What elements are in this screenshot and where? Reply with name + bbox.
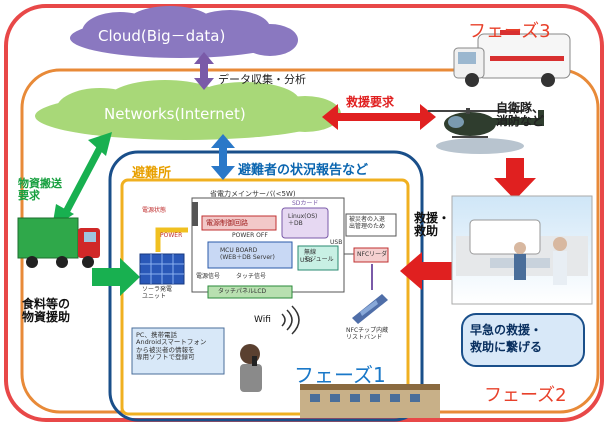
nfc-reader-box <box>353 247 389 263</box>
usb2-label: USB <box>300 257 313 264</box>
server-title: 省電力メインサーバ(<5W) <box>210 190 296 198</box>
sd-card-label: SDカード <box>292 200 319 207</box>
helicopter-image <box>428 108 544 154</box>
cloud-label: Cloud(Big－data) <box>98 27 226 45</box>
sensor-label: 電源信号 <box>196 273 221 280</box>
sdf-label: 自衛隊、 消防など <box>496 101 545 129</box>
network-cloud-shape <box>35 80 341 140</box>
rescue-transport-label: 救援・ 救助 <box>414 211 451 239</box>
report-arrow <box>211 134 235 180</box>
touch-lcd-label: タッチパネルLCD <box>218 288 267 295</box>
server-box <box>191 197 345 299</box>
rescue-photo <box>451 195 593 305</box>
phone-user-image <box>240 344 262 392</box>
wifi-icon <box>281 305 300 335</box>
power-off-label: POWER OFF <box>232 232 268 239</box>
power-circuit-label: 電源制御回路 <box>206 219 248 227</box>
phase1-label: フェーズ1 <box>294 363 386 387</box>
solar-panel <box>139 253 185 285</box>
building-image <box>300 384 440 418</box>
cloud-shape <box>70 6 298 58</box>
shelter-label: 避難所 <box>132 166 172 181</box>
food-aid-label: 食料等の 物資援助 <box>22 297 71 325</box>
linux-label: Linux(OS) ＋DB <box>288 213 318 227</box>
ambulance-image <box>453 30 571 87</box>
pc-note-box <box>131 327 225 375</box>
supply-request-label: 物資搬送 要求 <box>18 177 62 203</box>
victim-entry-label: 被災者の入退 出管理のため <box>349 216 386 230</box>
truck-image <box>17 217 100 268</box>
down-red-arrow <box>494 158 536 200</box>
power-label: POWER <box>160 232 183 239</box>
solar-label: ソーラ発電 ユニット <box>142 286 173 300</box>
nfc-band-label: NFCチップ内蔵 リストバンド <box>346 327 389 341</box>
rescue-request-arrow <box>322 104 436 130</box>
nfc-reader-label: NFCリーダ <box>357 251 388 258</box>
nfc-band <box>352 294 388 324</box>
data-arrow <box>194 52 214 90</box>
usb1-label: USB <box>330 239 343 246</box>
mcu-label: MCU BOARD (WEB＋DB Server) <box>220 247 275 261</box>
wireless-label: 無線 モジュール <box>304 249 334 263</box>
data-collection-label: データ収集・分析 <box>218 73 306 86</box>
status-report-label: 避難者の状況報告など <box>238 163 369 178</box>
food-right-arrow <box>92 258 140 296</box>
power-wire <box>155 227 188 252</box>
wifi-label: Wifi <box>254 315 271 325</box>
emergency-bubble <box>461 313 585 367</box>
phase2-label: フェーズ2 <box>484 385 567 406</box>
pc-note-label: PC、携帯電話 Androidスマートフォン から被災者の情報を 専用ソフトで登… <box>136 331 207 362</box>
power-ctrl-label: 電源状態 <box>142 207 167 214</box>
emergency-label: 早急の救援・ 救助に繋げる <box>470 323 543 354</box>
entry-note-box <box>345 213 397 237</box>
networks-label: Networks(Internet) <box>104 105 246 123</box>
rescue-left-arrow <box>400 252 458 290</box>
touch-signal-label: タッチ信号 <box>236 273 267 280</box>
rescue-request-label: 救援要求 <box>346 95 395 109</box>
phase3-label: フェーズ3 <box>468 21 551 42</box>
